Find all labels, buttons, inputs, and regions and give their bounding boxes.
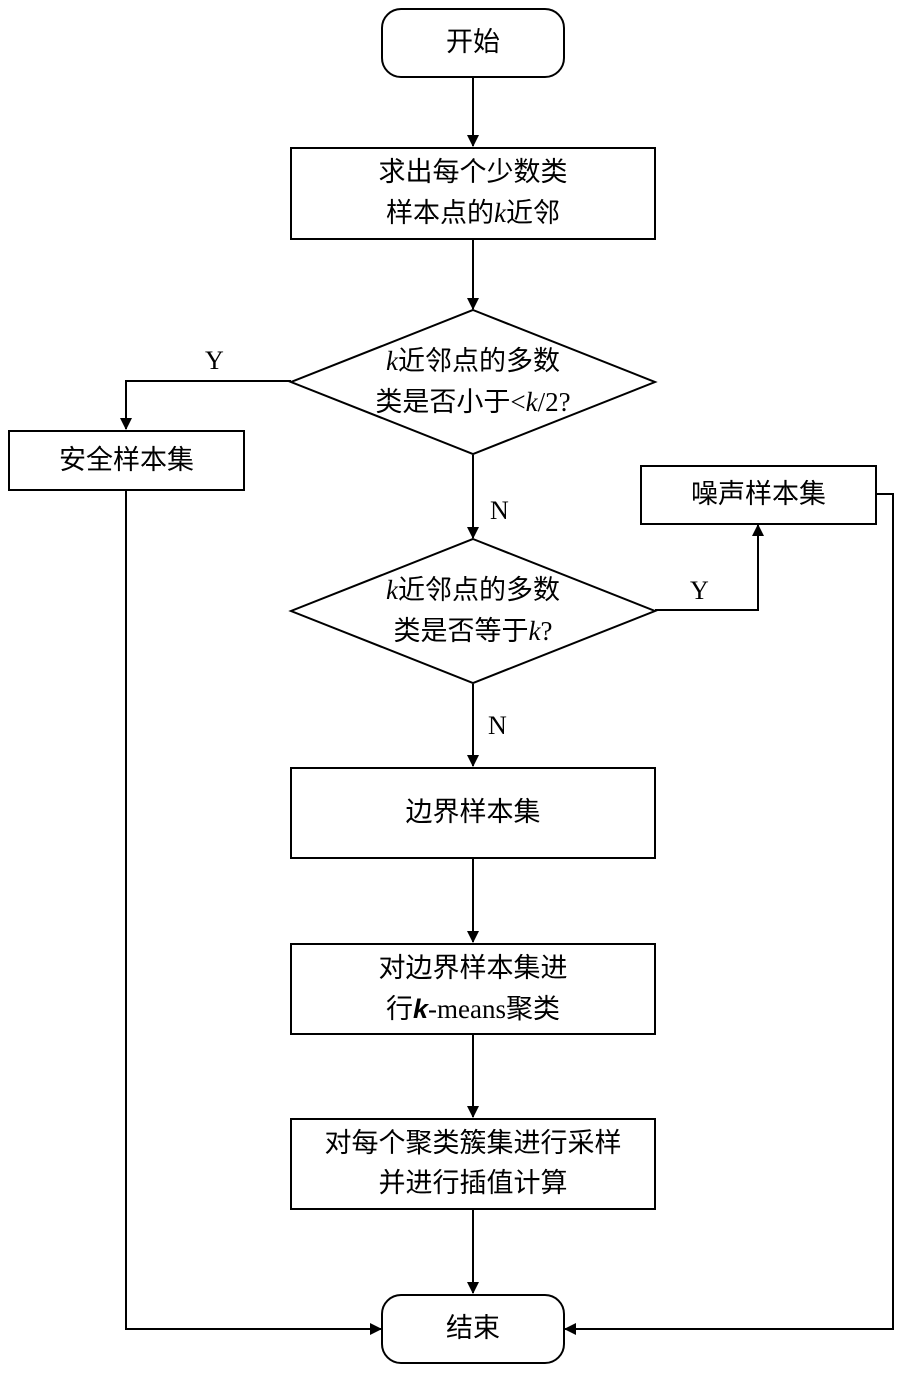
end-node: 结束 [381,1294,565,1364]
start-label: 开始 [446,27,500,58]
decision-1-yes-label: Y [205,346,224,375]
safe-sample-set-label: 安全样本集 [59,444,194,476]
decision-2-line2-post: ? [540,616,553,646]
sampling-line1: 对每个聚类簇集进行采样 [324,1128,622,1159]
kmeans-line1: 对边界样本集进 [378,952,568,984]
sampling-line2: 并进行插值计算 [378,1168,568,1199]
noise-sample-set-node: 噪声样本集 [640,465,877,525]
decision-1-line2-pre: 类是否小于 [375,387,511,418]
compute-knn-line2-post: 近邻 [505,198,560,229]
safe-sample-set-node: 安全样本集 [8,430,245,491]
decision-1-node: k近邻点的多数 类是否小于<k/2? [330,340,616,424]
kmeans-line2-mid: -means [428,993,506,1024]
decision-2-no-label: N [488,711,507,740]
edge-safe-to-end [125,491,382,1335]
decision-2-line2-pre: 类是否等于 [393,616,529,647]
compute-knn-node: 求出每个少数类 样本点的k近邻 [290,147,656,240]
kmeans-node: 对边界样本集进 行k-means聚类 [290,943,656,1035]
compute-knn-line1: 求出每个少数类 [378,157,568,188]
edge-noise-to-end [564,493,894,1335]
decision-1-line2-lt: < [510,387,526,417]
sampling-node: 对每个聚类簇集进行采样 并进行插值计算 [290,1118,656,1210]
compute-knn-line2-var: k [494,198,506,228]
decision-2-line1-var: k [386,575,398,605]
decision-2-shape [288,537,658,685]
edge-dec2-yes [655,524,764,611]
decision-1-line1-post: 近邻点的多数 [397,346,560,377]
decision-1-line2-var: k [525,387,538,417]
decision-2-line1-post: 近邻点的多数 [397,575,560,606]
noise-sample-set-label: 噪声样本集 [691,479,826,510]
kmeans-line2-post: 聚类 [506,993,560,1025]
border-sample-set-label: 边界样本集 [405,797,541,828]
start-node: 开始 [381,8,565,78]
decision-1-line1-var: k [386,346,398,376]
decision-1-line2-post: /2? [537,387,571,417]
decision-1-no-label: N [490,496,509,525]
decision-1-shape [288,308,658,456]
compute-knn-line2-pre: 样本点的 [386,198,494,229]
kmeans-line2-var: k [413,993,429,1024]
decision-2-node: k近邻点的多数 类是否等于k? [330,569,616,653]
end-label: 结束 [446,1313,500,1344]
edge-dec1-yes [120,380,291,430]
kmeans-line2-pre: 行 [386,993,413,1025]
decision-2-line2-var: k [528,616,541,646]
border-sample-set-node: 边界样本集 [290,767,656,859]
decision-2-yes-label: Y [690,576,709,605]
